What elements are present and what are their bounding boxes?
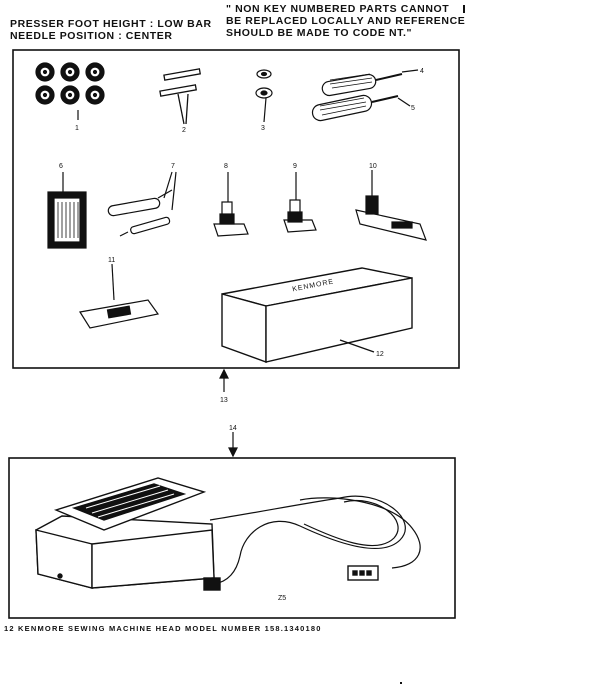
part-number-labels: 1 2 3 4 5 6 7 8 9 10 11 12 13 14 Z5 — [59, 68, 424, 602]
header-left-line-1: PRESSER FOOT HEIGHT : LOW BAR — [10, 18, 212, 30]
foot-control-icon — [35, 477, 421, 591]
presser-foot-8-icon — [213, 172, 249, 237]
scan-mark — [400, 682, 402, 684]
part-number-11: 11 — [108, 257, 115, 264]
part-number-5: 5 — [411, 105, 415, 112]
header-right-line-1: " NON KEY NUMBERED PARTS CANNOT — [226, 3, 450, 15]
foot-control-panel-frame — [8, 457, 456, 619]
bobbins-icon — [35, 62, 105, 120]
needle-pack-icon — [47, 172, 87, 249]
part-number-3: 3 — [261, 125, 265, 132]
non-key-parts-note: " NON KEY NUMBERED PARTS CANNOT BE REPLA… — [226, 3, 465, 39]
felt-washers-icon — [255, 69, 273, 123]
part-number-7: 7 — [171, 163, 175, 170]
screwdrivers-icon — [311, 69, 419, 122]
header-right-line-2: BE REPLACED LOCALLY AND REFERENCE — [226, 15, 466, 27]
accessory-kit-arrow — [219, 368, 229, 392]
scan-mark — [463, 5, 465, 13]
throat-plate-icon — [79, 263, 160, 329]
presser-foot-9-icon — [283, 172, 317, 233]
part-number-2: 2 — [182, 127, 186, 134]
accessory-box-icon — [221, 267, 413, 363]
accessories-panel-frame — [12, 49, 460, 369]
part-number-9: 9 — [293, 163, 297, 170]
part-number-z5: Z5 — [278, 595, 286, 602]
foot-control-arrow — [228, 432, 238, 458]
part-number-13: 13 — [220, 397, 228, 404]
seam-ripper-icon — [107, 171, 177, 237]
model-number-footer: 12 KENMORE SEWING MACHINE HEAD MODEL NUM… — [4, 624, 322, 633]
header-left-line-2: NEEDLE POSITION : CENTER — [10, 30, 173, 42]
spool-pins-icon — [159, 68, 202, 125]
header-right-line-3: SHOULD BE MADE TO CODE NT." — [226, 27, 413, 39]
presser-foot-note: PRESSER FOOT HEIGHT : LOW BAR NEEDLE POS… — [10, 18, 212, 42]
part-number-14: 14 — [229, 425, 237, 432]
part-number-12: 12 — [376, 351, 384, 358]
part-number-6: 6 — [59, 163, 63, 170]
part-number-10: 10 — [369, 163, 377, 170]
part-number-4: 4 — [420, 68, 424, 75]
part-number-8: 8 — [224, 163, 228, 170]
buttonhole-foot-icon — [355, 170, 427, 241]
part-number-1: 1 — [75, 125, 79, 132]
